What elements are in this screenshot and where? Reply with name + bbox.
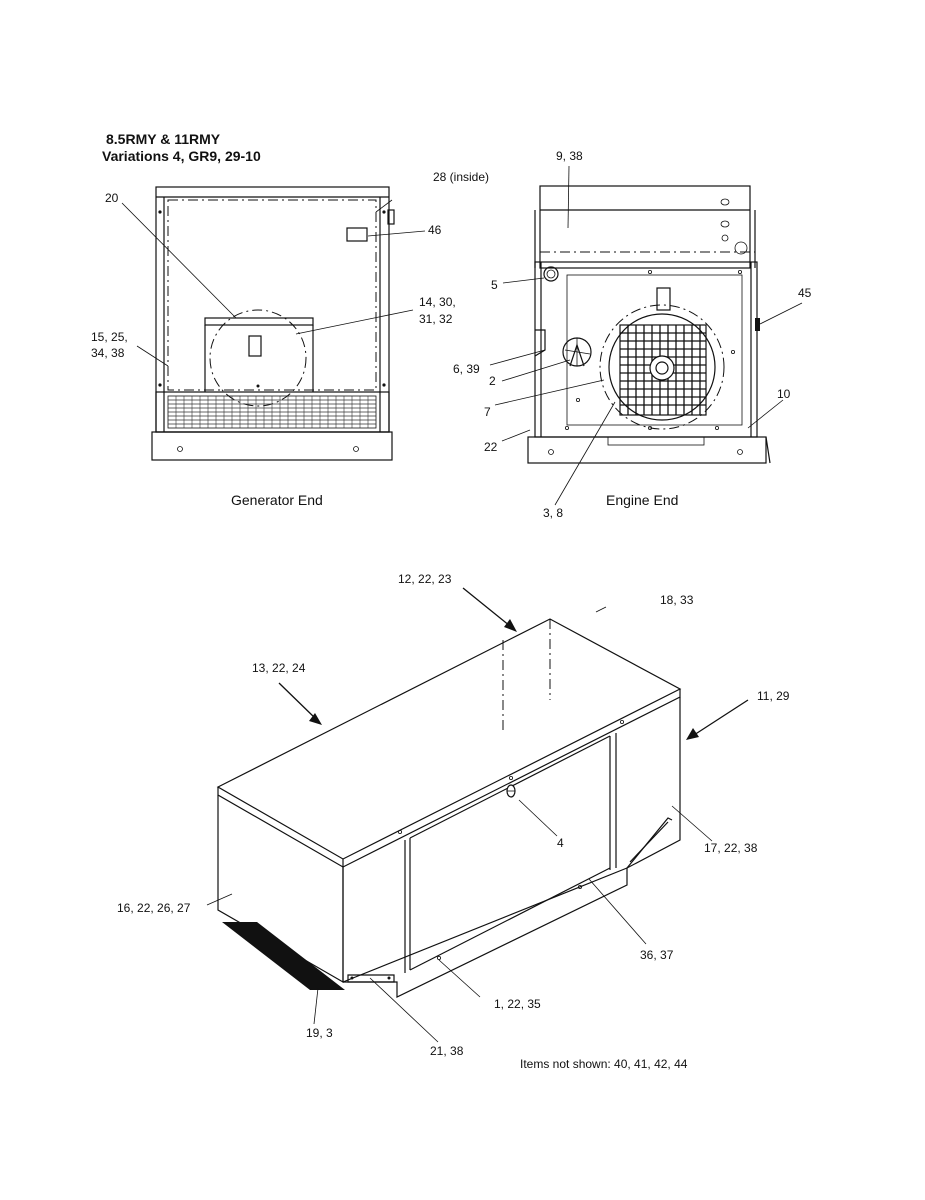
callout-9: 9, 38 bbox=[556, 149, 583, 163]
callout-28: 28 (inside) bbox=[433, 170, 490, 184]
callout-45: 45 bbox=[798, 286, 812, 300]
callout-18: 18, 33 bbox=[660, 593, 694, 607]
callout-4: 4 bbox=[557, 836, 564, 850]
callout-15: 15, 25, bbox=[91, 330, 128, 344]
callout-5: 5 bbox=[491, 278, 498, 292]
callout-2: 2 bbox=[489, 374, 496, 388]
callout-12: 12, 22, 23 bbox=[398, 572, 452, 586]
items-not-shown-note: Items not shown: 40, 41, 42, 44 bbox=[520, 1057, 688, 1071]
callout-1: 1, 22, 35 bbox=[494, 997, 541, 1011]
callout-17: 17, 22, 38 bbox=[704, 841, 758, 855]
callout-19: 19, 3 bbox=[306, 1026, 333, 1040]
callout-13: 13, 22, 24 bbox=[252, 661, 306, 675]
callout-46: 46 bbox=[428, 223, 442, 237]
callout-36: 36, 37 bbox=[640, 948, 674, 962]
generator-end-view bbox=[121, 186, 426, 461]
diagram-title-variations: Variations 4, GR9, 29-10 bbox=[102, 148, 261, 164]
callout-11: 11, 29 bbox=[757, 689, 790, 703]
callout-16: 16, 22, 26, 27 bbox=[117, 901, 191, 915]
callout-15b: 34, 38 bbox=[91, 346, 125, 360]
callout-21: 21, 38 bbox=[430, 1044, 464, 1058]
caption-generator-end: Generator End bbox=[231, 492, 323, 508]
callout-7: 7 bbox=[484, 405, 491, 419]
callout-14b: 31, 32 bbox=[419, 312, 453, 326]
callout-3: 3, 8 bbox=[543, 506, 564, 520]
callout-22: 22 bbox=[484, 440, 498, 454]
callout-6: 6, 39 bbox=[453, 362, 480, 376]
callout-14: 14, 30, bbox=[419, 295, 456, 309]
callout-10: 10 bbox=[777, 387, 791, 401]
callout-20: 20 bbox=[105, 191, 119, 205]
enclosure-isometric-view bbox=[206, 587, 749, 1043]
caption-engine-end: Engine End bbox=[606, 492, 679, 508]
engine-end-view bbox=[489, 165, 803, 506]
diagram-title-model: 8.5RMY & 11RMY bbox=[106, 131, 221, 147]
